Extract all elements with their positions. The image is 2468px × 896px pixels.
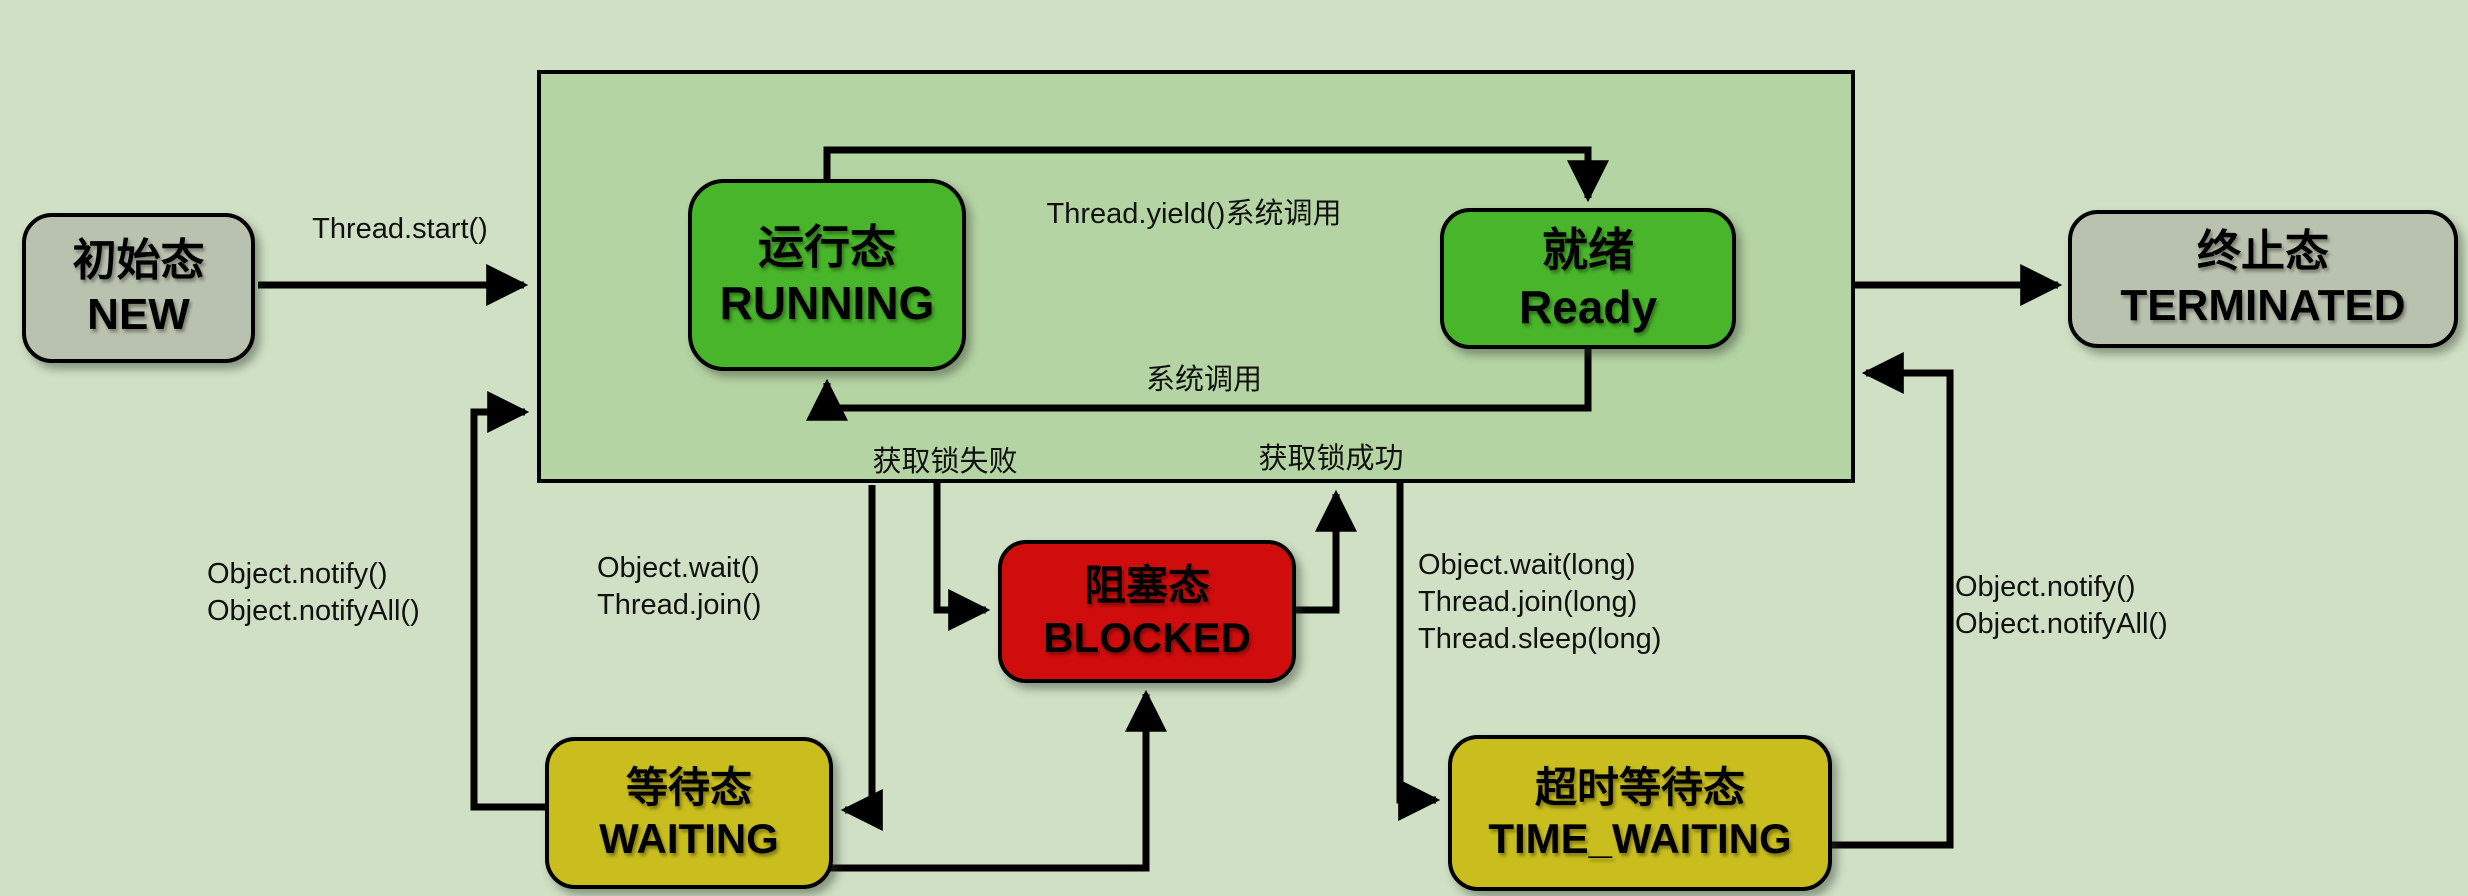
arrow-running-to-blocked-lock-fail — [933, 483, 991, 631]
state-terminated-label-zh: 终止态 — [2197, 227, 2329, 277]
arrow-waiting-to-blocked — [825, 689, 1167, 872]
state-new: 初始态 NEW — [22, 213, 255, 363]
label-timed-wait-line2: Thread.join(long) — [1418, 586, 1638, 618]
arrow-blocked-to-runnable-lock-success — [1296, 489, 1357, 614]
arrow-waiting-to-runnable — [470, 391, 548, 811]
arrow-running-to-time-waiting — [1396, 483, 1441, 821]
label-timed-wait: Object.wait(long) Thread.join(long) Thre… — [1418, 547, 1661, 658]
state-time-waiting: 超时等待态 TIME_WAITING — [1448, 735, 1832, 891]
label-acquire-lock-success: 获取锁成功 — [1258, 443, 1404, 475]
state-blocked: 阻塞态 BLOCKED — [998, 540, 1296, 683]
state-running-label-zh: 运行态 — [758, 220, 896, 273]
label-timed-wait-line3: Thread.sleep(long) — [1418, 623, 1662, 655]
arrow-running-to-ready — [823, 146, 1609, 203]
label-notify-right-line1: Object.notify() — [1955, 571, 2136, 603]
label-wait-join-line1: Object.wait() — [597, 552, 760, 584]
label-notify-right: Object.notify() Object.notifyAll() — [1955, 569, 2168, 643]
arrow-time-waiting-to-runnable — [1832, 352, 1954, 849]
state-waiting-label-zh: 等待态 — [625, 763, 752, 811]
state-waiting-label-en: WAITING — [599, 815, 779, 862]
state-time-waiting-label-en: TIME_WAITING — [1488, 815, 1792, 862]
state-blocked-label-zh: 阻塞态 — [1083, 562, 1210, 610]
state-time-waiting-label-zh: 超时等待态 — [1534, 763, 1745, 811]
label-wait-join: Object.wait() Thread.join() — [597, 550, 761, 624]
label-acquire-lock-fail: 获取锁失败 — [872, 446, 1018, 478]
state-waiting: 等待态 WAITING — [545, 737, 833, 889]
arrow-running-to-waiting — [840, 485, 883, 831]
label-notify-right-line2: Object.notifyAll() — [1955, 608, 2168, 640]
label-notify-left: Object.notify() Object.notifyAll() — [207, 556, 420, 630]
state-blocked-label-en: BLOCKED — [1043, 613, 1251, 661]
state-terminated: 终止态 TERMINATED — [2068, 210, 2458, 348]
state-running-label-en: RUNNING — [719, 277, 935, 329]
arrow-ready-to-running — [806, 349, 1592, 421]
label-wait-join-line2: Thread.join() — [597, 589, 762, 621]
state-terminated-label-en: TERMINATED — [2120, 281, 2406, 330]
state-new-label-zh: 初始态 — [72, 236, 205, 286]
label-thread-start: Thread.start() — [312, 213, 488, 245]
label-thread-yield-syscall: Thread.yield()系统调用 — [1046, 198, 1342, 230]
state-new-label-en: NEW — [87, 290, 190, 339]
label-timed-wait-line1: Object.wait(long) — [1418, 549, 1636, 581]
label-syscall: 系统调用 — [1145, 364, 1262, 396]
label-notify-left-line2: Object.notifyAll() — [207, 595, 420, 627]
state-running: 运行态 RUNNING — [688, 179, 966, 371]
label-notify-left-line1: Object.notify() — [207, 558, 388, 590]
state-ready: 就绪 Ready — [1440, 208, 1736, 349]
state-ready-label-zh: 就绪 — [1542, 224, 1634, 277]
state-ready-label-en: Ready — [1518, 280, 1658, 333]
